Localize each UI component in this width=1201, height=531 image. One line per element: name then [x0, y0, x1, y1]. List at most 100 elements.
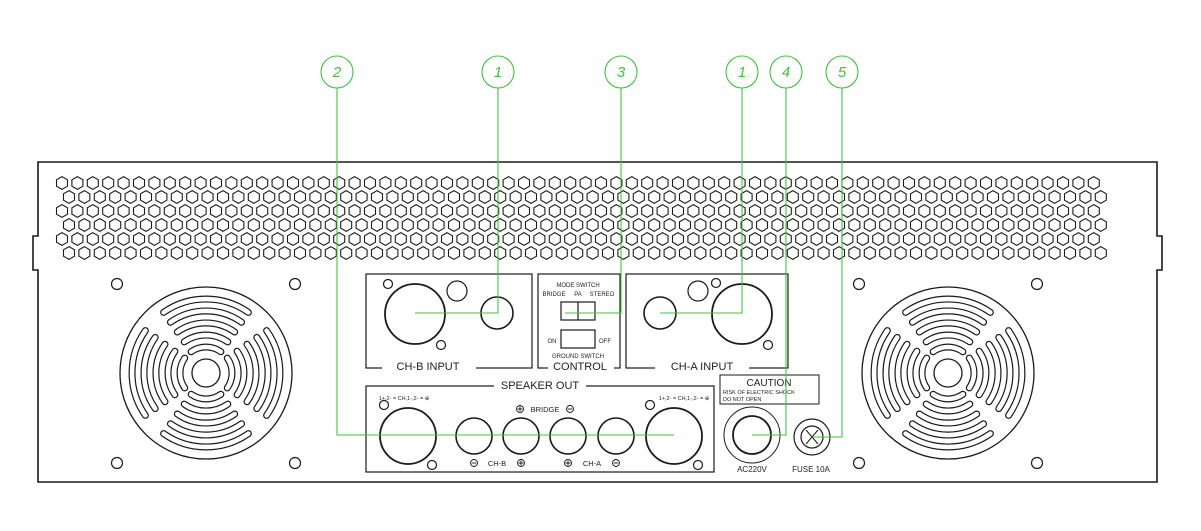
vent-hole	[718, 231, 731, 247]
fan-hub	[933, 358, 963, 388]
vent-hole	[540, 189, 553, 205]
vent-hole	[86, 203, 99, 219]
vent-hole	[463, 245, 476, 261]
vent-hole	[363, 175, 377, 191]
vent-hole	[78, 217, 91, 233]
vent-hole	[247, 189, 260, 205]
fan-outer-ring	[861, 286, 1035, 460]
vent-hole	[286, 231, 300, 247]
leader-2	[336, 88, 674, 436]
cha-speakon-output[interactable]	[645, 407, 703, 465]
screw	[644, 399, 656, 411]
vent-hole	[278, 245, 291, 261]
vent-hole	[740, 245, 753, 261]
vent-hole	[733, 231, 746, 247]
vent-hole	[795, 175, 808, 191]
plus-symbol	[517, 459, 525, 467]
vent-hole	[586, 189, 599, 205]
callout-number: 1	[738, 64, 746, 81]
cha-input-label: CH-A INPUT	[671, 361, 734, 373]
callout-circle	[769, 55, 803, 89]
vent-hole	[571, 245, 584, 261]
vent-hole	[940, 189, 953, 205]
vent-hole	[232, 217, 245, 233]
vent-hole	[694, 189, 707, 205]
vent-hole	[417, 217, 430, 233]
chb-input-panel	[365, 273, 533, 369]
fan-slot-inner	[903, 431, 993, 450]
vent-hole	[155, 245, 168, 261]
chb-minus-terminal[interactable]	[455, 417, 493, 455]
vent-hole	[1063, 189, 1077, 205]
vent-hole	[601, 217, 615, 233]
vent-hole	[971, 245, 984, 261]
vent-hole	[524, 189, 538, 205]
vent-hole	[71, 175, 84, 191]
vent-hole	[986, 189, 1000, 205]
ground-switch[interactable]	[560, 329, 596, 349]
vent-hole	[656, 203, 669, 219]
vent-hole	[764, 175, 777, 191]
vent-hole	[1072, 203, 1085, 219]
ground-switch-label: GROUND SWITCH	[552, 354, 604, 360]
vent-hole	[795, 231, 808, 247]
callout-circle	[825, 55, 859, 89]
vent-hole	[286, 175, 300, 191]
fan-slot-inner	[225, 355, 235, 391]
chb-plus-terminal[interactable]	[502, 417, 540, 455]
vent-hole	[148, 175, 161, 191]
vent-hole	[648, 217, 661, 233]
vent-hole	[394, 203, 407, 219]
vent-hole	[571, 217, 584, 233]
vent-hole	[933, 175, 946, 191]
vent-hole	[425, 231, 438, 247]
vent-hole	[179, 203, 192, 219]
fuse-rating-label: FUSE 10A	[792, 465, 830, 474]
vent-hole	[1048, 245, 1061, 261]
vent-hole	[902, 231, 916, 247]
vent-hole	[55, 203, 69, 219]
vent-hole	[463, 189, 476, 205]
vent-hole	[810, 175, 823, 191]
vent-hole	[524, 245, 538, 261]
fan-slot-inner	[996, 335, 1013, 411]
vent-hole	[55, 175, 69, 191]
callout-circle	[481, 55, 515, 89]
vent-hole	[555, 217, 568, 233]
cha-minus-terminal[interactable]	[597, 417, 635, 455]
cha-plus-terminal[interactable]	[549, 417, 587, 455]
vent-hole	[986, 245, 1000, 261]
vent-hole	[702, 231, 715, 247]
vent-hole	[524, 217, 538, 233]
vent-hole	[379, 231, 392, 247]
vent-hole	[863, 189, 876, 205]
vent-hole	[533, 175, 546, 191]
caution-title: CAUTION	[747, 378, 792, 389]
vent-hole	[755, 217, 769, 233]
vent-hole	[155, 217, 168, 233]
chb-xlr-connector[interactable]	[384, 283, 446, 345]
vent-hole	[1072, 231, 1085, 247]
callout-number: 2	[332, 64, 342, 81]
vent-hole	[340, 245, 353, 261]
vent-hole	[86, 175, 99, 191]
vent-hole	[872, 231, 885, 247]
fan-hub	[191, 358, 221, 388]
control-label: CONTROL	[553, 361, 607, 373]
vent-hole	[887, 231, 900, 247]
polarity-symbols	[470, 405, 620, 467]
vent-hole	[256, 231, 269, 247]
vent-hole	[748, 203, 762, 219]
chb-input-label: CH-B INPUT	[397, 361, 460, 373]
chb-speakon-output[interactable]	[379, 407, 437, 465]
vent-hole	[340, 189, 353, 205]
vent-hole	[355, 217, 368, 233]
vent-hole	[579, 231, 592, 247]
vent-hole	[579, 175, 592, 191]
vent-hole	[949, 175, 962, 191]
vent-hole	[179, 175, 192, 191]
fan-slot-inner	[181, 332, 231, 345]
cha-output-label: CH-A	[583, 459, 601, 468]
vent-hole	[964, 231, 977, 247]
